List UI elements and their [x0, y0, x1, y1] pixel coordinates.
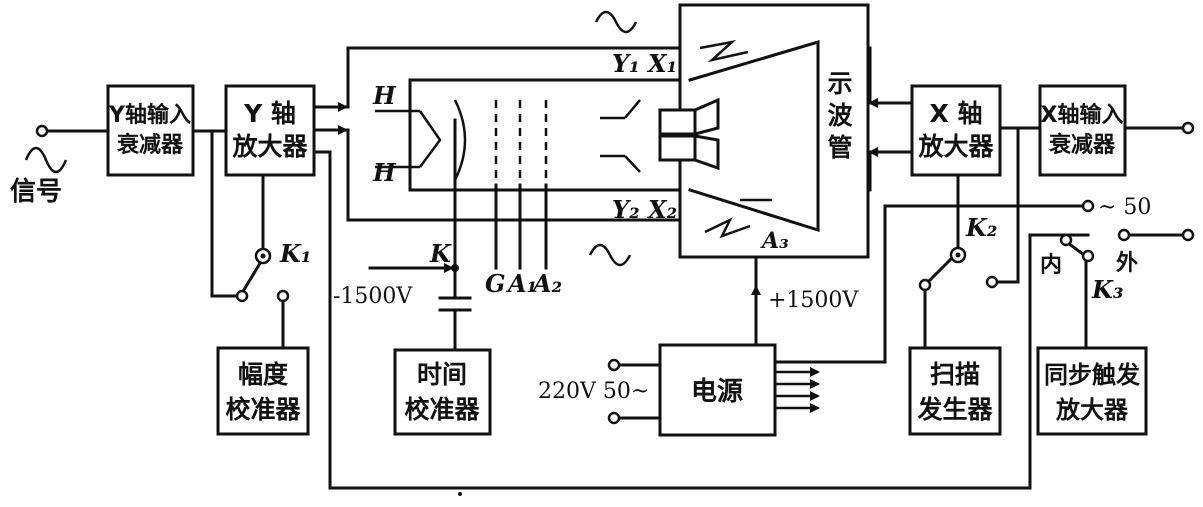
sine-wave-icon — [594, 10, 638, 34]
sync-trigger-amplifier-box — [1036, 346, 1148, 436]
anode2-label: A₂ — [531, 269, 562, 298]
y-amplifier-line2: 放大器 — [231, 132, 308, 161]
anode1-label: A₁ — [506, 269, 537, 298]
time-calibrator-line2: 校准器 — [404, 395, 480, 424]
power-supply-label: 电源 — [691, 377, 743, 407]
x-amplifier-line2: 放大器 — [917, 132, 994, 161]
tube-label-3: 管 — [827, 133, 852, 162]
sine-wave-icon — [24, 146, 68, 174]
internal-label: 内 — [1040, 253, 1062, 278]
amplitude-calibrator-line1: 幅度 — [238, 360, 288, 389]
switch-k1-label: K₁ — [279, 239, 311, 268]
amplitude-calibrator-box — [216, 346, 310, 436]
sweep-generator-box — [908, 346, 1002, 436]
x-attenuator-box — [1038, 84, 1127, 177]
heater-bottom-label: H — [372, 158, 397, 187]
cathode-label: K — [429, 239, 452, 268]
pos-voltage-label: +1500V — [768, 288, 859, 313]
sweep-generator-line1: 扫描 — [930, 360, 980, 389]
neg-voltage-label: -1500V — [333, 284, 413, 309]
y-attenuator-line2: 衰减器 — [116, 132, 184, 158]
y-amplifier-line1: Y 轴 — [243, 99, 296, 128]
sweep-generator-line2: 发生器 — [916, 395, 993, 424]
power-supply-box — [658, 343, 777, 437]
signal-label: 信号 — [10, 177, 62, 207]
line-50-label: ~ 50 — [1098, 195, 1151, 220]
external-label: 外 — [1116, 250, 1138, 276]
tube-label-1: 示 — [827, 69, 852, 98]
plates-top-label: Y₁ X₁ — [612, 49, 677, 78]
y-attenuator-box — [106, 84, 195, 177]
anode3-label: A₃ — [760, 228, 789, 254]
amplitude-calibrator-line2: 校准器 — [225, 395, 301, 424]
plates-bottom-label: Y₂ X₂ — [612, 195, 677, 224]
time-calibrator-line1: 时间 — [417, 360, 467, 389]
y-amplifier-box — [224, 84, 316, 177]
sine-wave-icon — [588, 243, 632, 267]
switch-k2-label: K₂ — [965, 213, 997, 242]
terminals — [35, 121, 1195, 496]
y-attenuator-line1: Y轴输入 — [108, 102, 191, 128]
time-calibrator-box — [393, 348, 492, 436]
crt-tube — [408, 3, 870, 259]
grid-label: G — [485, 269, 506, 298]
sync-trigger-line1: 同步触发 — [1044, 361, 1140, 389]
x-amplifier-line1: X 轴 — [930, 99, 983, 128]
heater-top-label: H — [372, 81, 397, 110]
switch-k3-label: K₃ — [1091, 275, 1123, 304]
mains-label: 220V 50~ — [538, 379, 649, 404]
x-attenuator-line1: X轴输入 — [1041, 102, 1124, 128]
tube-label-2: 波 — [827, 101, 853, 130]
sync-trigger-line2: 放大器 — [1055, 396, 1129, 424]
x-attenuator-line2: 衰减器 — [1048, 132, 1116, 158]
x-amplifier-box — [910, 84, 1002, 177]
wiring — [44, 46, 1187, 490]
